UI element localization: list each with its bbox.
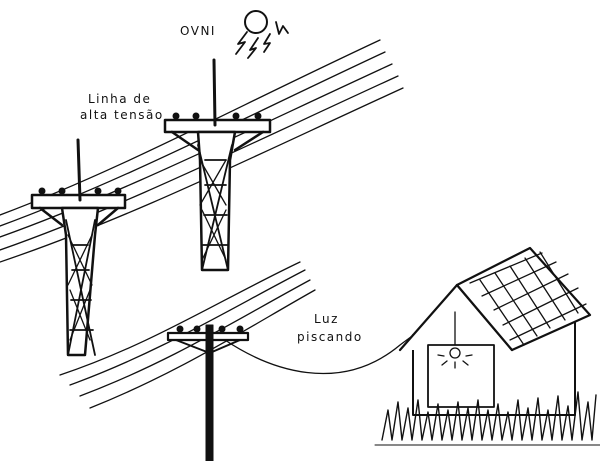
- blinking-light-label-1: Luz: [314, 312, 339, 326]
- high-voltage-line-label-1: Linha de: [88, 92, 152, 106]
- blinking-light-label-2: piscando: [297, 330, 363, 344]
- high-voltage-line-label-2: alta tensão: [80, 108, 164, 122]
- grass-icon: [374, 391, 600, 446]
- ufo-label: OVNI: [180, 24, 216, 38]
- transmission-tower-icon: [30, 138, 127, 357]
- lightning-icon: [235, 21, 289, 59]
- utility-pole-icon: [166, 324, 250, 461]
- ufo-sun-icon: [244, 10, 268, 34]
- house-icon: [398, 246, 592, 416]
- lamp-icon: [437, 347, 473, 369]
- transmission-tower-icon: [163, 58, 272, 272]
